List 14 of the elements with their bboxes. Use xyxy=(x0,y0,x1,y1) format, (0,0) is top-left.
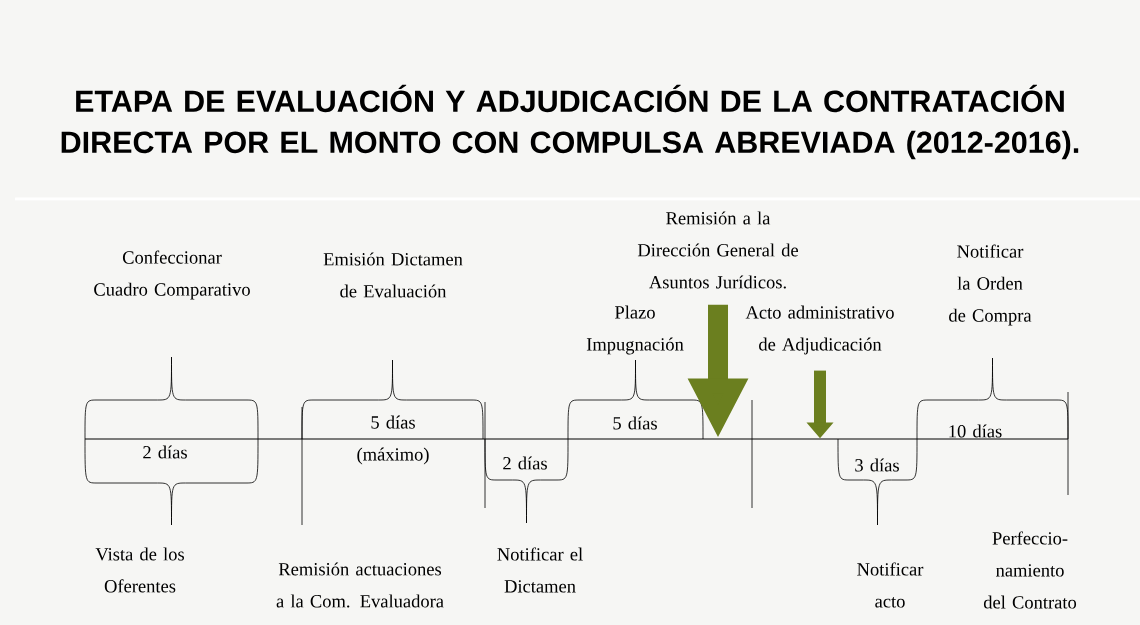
timeline-label: Notificar acto xyxy=(857,562,924,608)
timeline-label: Vista de los Oferentes xyxy=(95,547,184,593)
timeline-label: Emisión Dictamen de Evaluación xyxy=(323,252,463,298)
timeline-label: 3 días xyxy=(855,458,899,472)
timeline-label: Notificar la Orden de Compra xyxy=(949,244,1032,326)
event-label: Remisión a la Dirección General de Asuntos Jurídicos. xyxy=(637,211,798,289)
event-label: Acto administrativo de Adjudicación xyxy=(745,305,894,355)
timeline-label: Remisión actuaciones a la Com. Evaluadora xyxy=(276,562,444,608)
title: ETAPA DE EVALUACIÓN Y ADJUDICACIÓN DE LA CONTRATACIÓN DIRECTA POR EL MONTO CON COMPULSA ABREVIADA (2012-2016). xyxy=(61,84,1079,160)
timeline-label: Notificar el Dictamen xyxy=(497,547,583,593)
timeline-label: 5 días (máximo) xyxy=(357,415,429,465)
timeline-label: Perfeccio- namiento del Contrato xyxy=(983,531,1077,609)
timeline-label: Plazo Impugnación xyxy=(586,305,684,355)
timeline-label: Confeccionar Cuadro Comparativo xyxy=(94,250,250,300)
